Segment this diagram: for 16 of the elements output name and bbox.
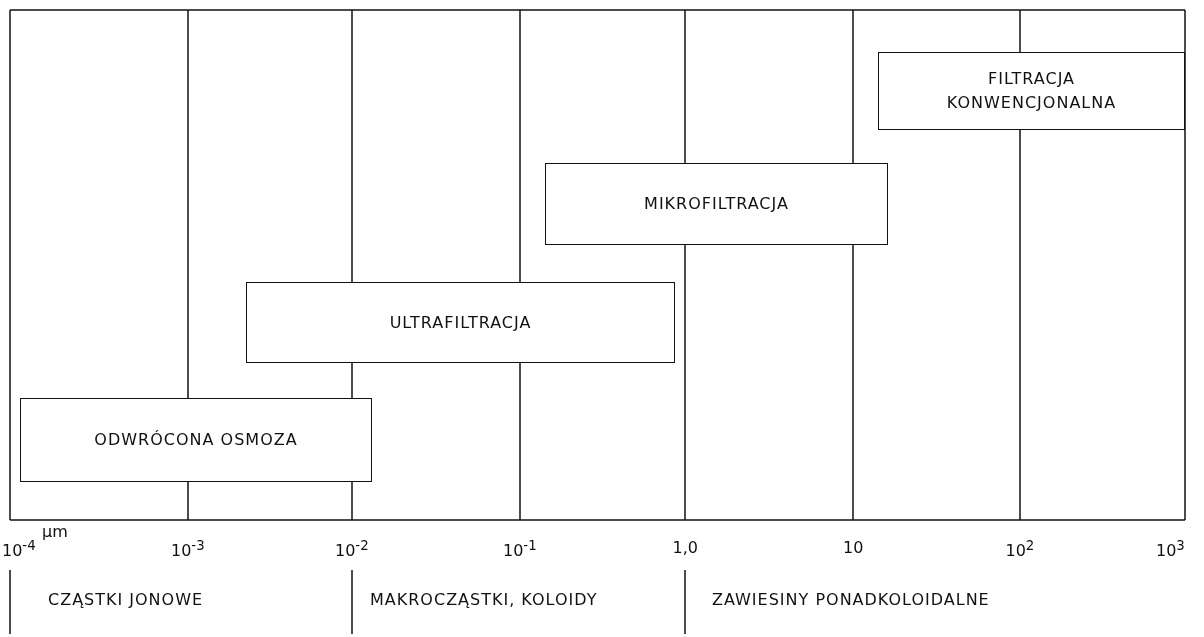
unit-label: μm: [42, 522, 68, 541]
tick-label: 10$^{-1}$: [503, 538, 537, 561]
tick-label: 10$^{3}$: [1156, 538, 1185, 561]
range-box: FILTRACJA KONWENCJONALNA: [878, 52, 1185, 130]
tick-label: 1,0: [672, 538, 698, 557]
range-box: ODWRÓCONA OSMOZA: [20, 398, 372, 482]
category-label: MAKROCZĄSTKI, KOLOIDY: [370, 590, 598, 609]
range-box: MIKROFILTRACJA: [545, 163, 888, 245]
tick-label: 10$^{-2}$: [335, 538, 369, 561]
tick-label: 10$^{2}$: [1005, 538, 1035, 561]
tick-label: 10$^{-3}$: [171, 538, 205, 561]
tick-label: 10: [843, 538, 864, 557]
range-box: ULTRAFILTRACJA: [246, 282, 675, 363]
category-label: CZĄSTKI JONOWE: [48, 590, 204, 609]
tick-label: 10$^{-4}$: [2, 538, 36, 561]
category-label: ZAWIESINY PONADKOLOIDALNE: [712, 590, 990, 609]
